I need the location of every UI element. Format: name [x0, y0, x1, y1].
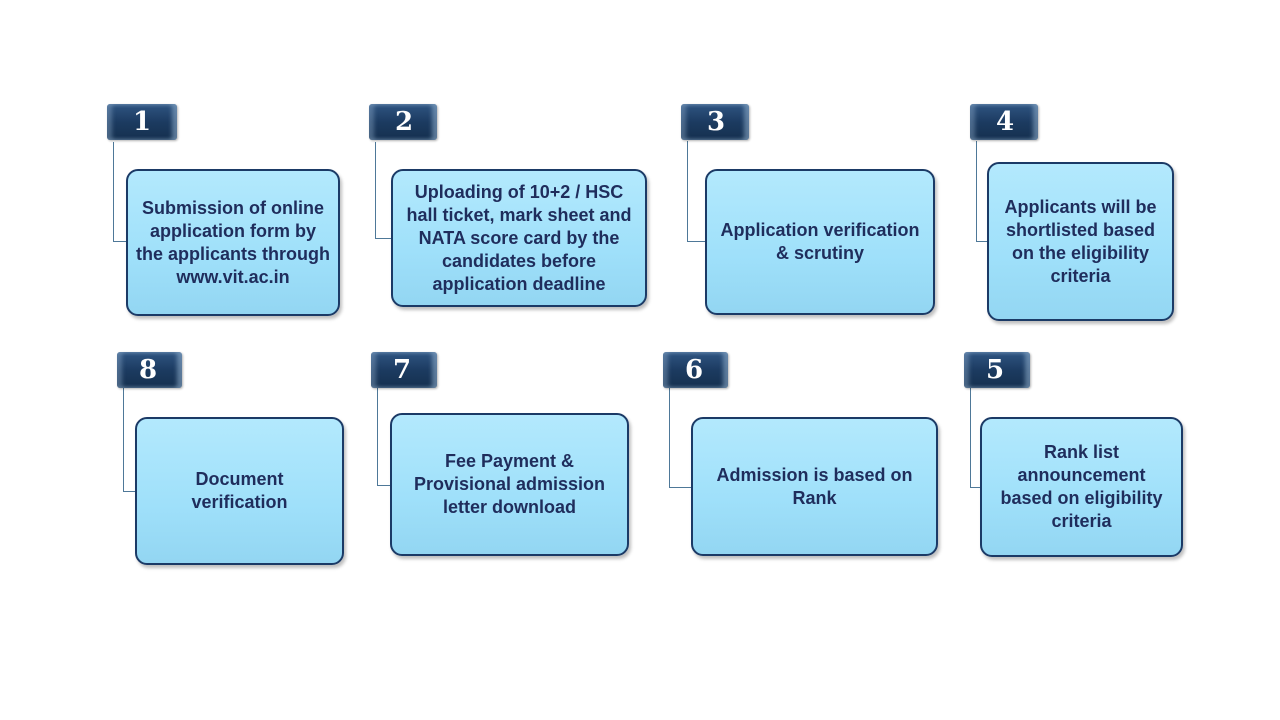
step-number-badge-5: 5	[964, 352, 1030, 388]
step-number-badge-2: 2	[369, 104, 437, 140]
connector-line	[375, 142, 392, 239]
connector-line	[123, 388, 136, 492]
step-box-7: Fee Payment & Provisional admission lett…	[390, 413, 629, 556]
step-box-6: Admission is based on Rank	[691, 417, 938, 556]
step-number-badge-3: 3	[681, 104, 749, 140]
step-number-badge-1: 1	[107, 104, 177, 140]
connector-line	[976, 141, 988, 242]
step-box-1: Submission of online application form by…	[126, 169, 340, 316]
step-box-3: Application verification & scrutiny	[705, 169, 935, 315]
step-number-badge-4: 4	[970, 104, 1038, 140]
step-number-badge-8: 8	[117, 352, 182, 388]
step-box-8: Document verification	[135, 417, 344, 565]
step-number-badge-6: 6	[663, 352, 728, 388]
step-box-4: Applicants will be shortlisted based on …	[987, 162, 1174, 321]
connector-line	[970, 388, 981, 488]
connector-line	[113, 142, 127, 242]
step-box-5: Rank list announcement based on eligibil…	[980, 417, 1183, 557]
step-box-2: Uploading of 10+2 / HSC hall ticket, mar…	[391, 169, 647, 307]
connector-line	[377, 388, 391, 486]
connector-line	[669, 388, 692, 488]
step-number-badge-7: 7	[371, 352, 437, 388]
connector-line	[687, 141, 706, 242]
